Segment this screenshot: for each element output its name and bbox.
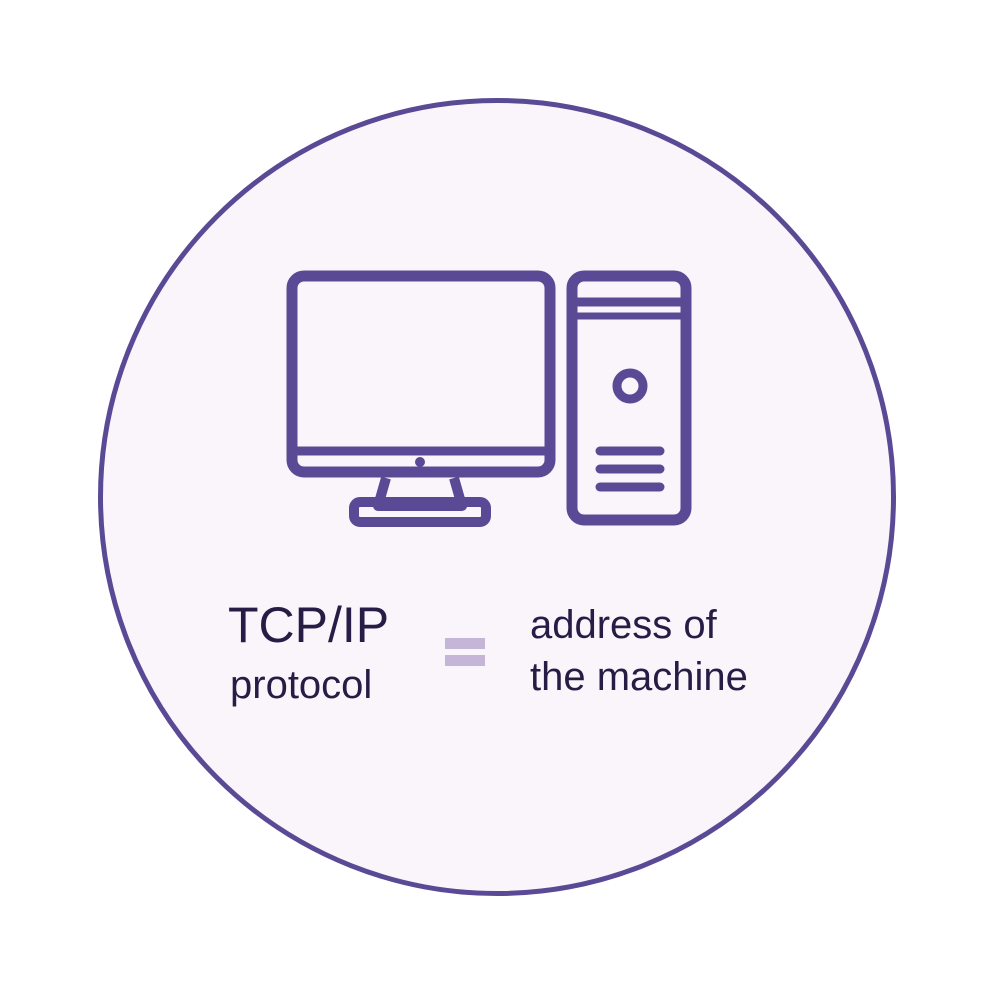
right-label-line-2: the machine — [530, 655, 748, 699]
left-label-line-1: TCP/IP — [228, 597, 390, 653]
right-label-line-1: address of — [530, 603, 717, 647]
background-circle — [98, 98, 896, 896]
equals-icon — [445, 638, 485, 666]
desktop-computer-icon — [286, 270, 692, 527]
left-label-line-2: protocol — [230, 663, 373, 707]
